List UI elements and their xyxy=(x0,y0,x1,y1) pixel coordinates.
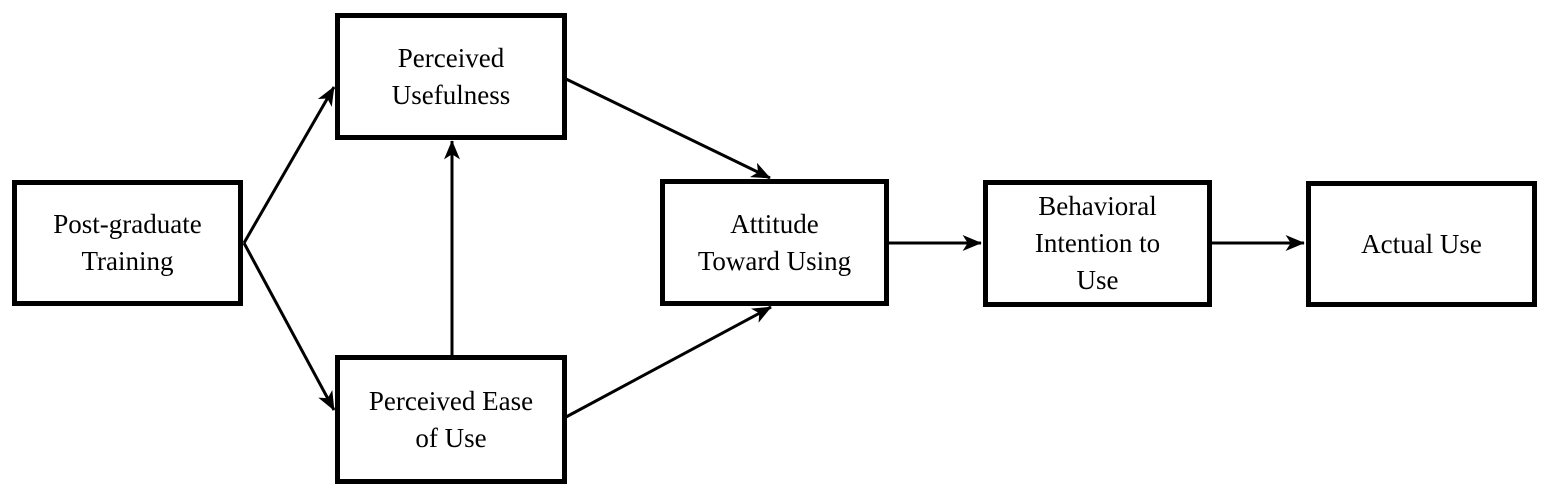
node-actual-use: Actual Use xyxy=(1306,181,1537,307)
edge-training-to-usefulness xyxy=(242,86,336,244)
node-label: Actual Use xyxy=(1361,228,1482,259)
node-behavioral-intention-to-use: Behavioral Intention to Use xyxy=(983,180,1212,307)
edge-usefulness-to-attitude xyxy=(565,77,771,180)
node-label: Post-graduate Training xyxy=(53,209,202,276)
node-perceived-ease-of-use: Perceived Ease of Use xyxy=(335,355,567,484)
edge-training-to-ease-of-use xyxy=(242,242,336,411)
node-label: Perceived Usefulness xyxy=(391,42,511,110)
node-post-graduate-training: Post-graduate Training xyxy=(12,180,243,306)
node-label: Perceived Ease of Use xyxy=(368,385,534,453)
node-label: Attitude Toward Using xyxy=(697,208,852,276)
node-attitude-toward-using: Attitude Toward Using xyxy=(660,179,889,306)
edge-ease-of-use-to-attitude xyxy=(565,305,772,419)
node-label: Behavioral Intention to Use xyxy=(1034,191,1161,295)
node-perceived-usefulness: Perceived Usefulness xyxy=(335,13,567,140)
